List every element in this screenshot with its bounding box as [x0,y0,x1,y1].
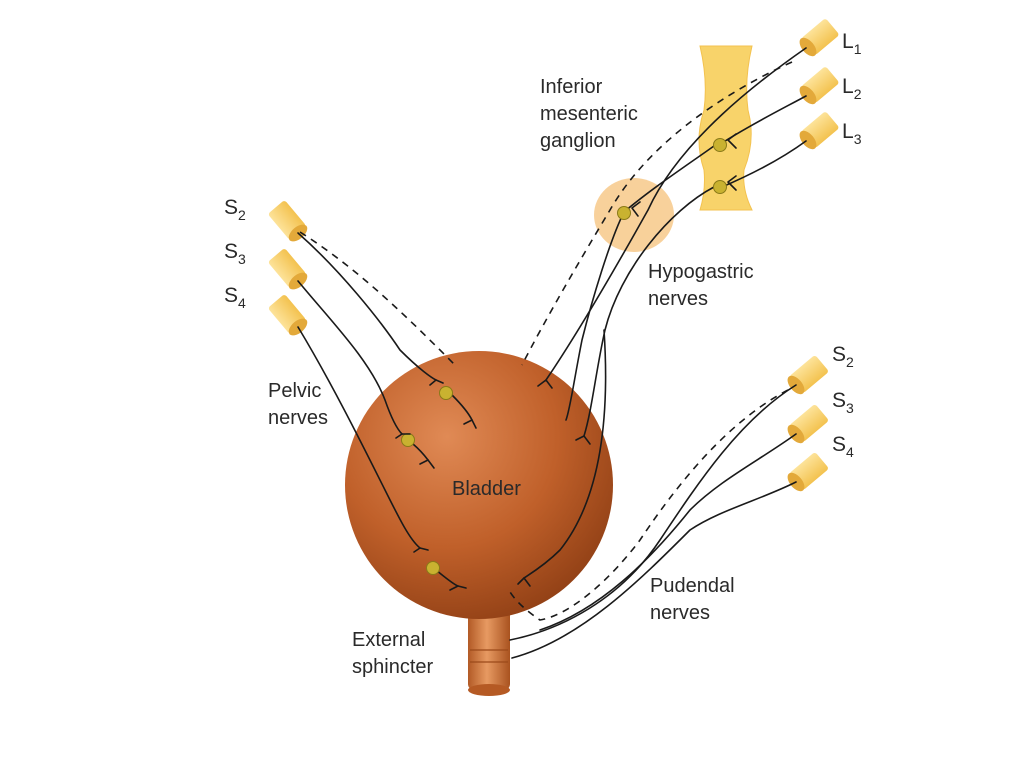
hypogastric-nerves [521,47,807,579]
inferior-mesenteric-ganglion-halo [594,178,674,252]
segment-label-s3-right: S3 [832,389,854,416]
pudendal-nerves [509,384,797,659]
ganglion-node [401,433,415,447]
sacral-left-labels: S2 S3 S4 [224,196,246,311]
root-l1 [799,19,839,57]
root-s4-right [787,452,828,492]
root-l3 [799,112,839,150]
structure-labels: Inferior mesenteric ganglion Hypogastric… [268,76,759,678]
label-external-sphincter: External sphincter [352,629,433,678]
segment-label-l2: L2 [842,75,862,102]
segment-label-s4-right: S4 [832,433,854,460]
segment-label-s2-left: S2 [224,196,246,223]
segment-label-s2-right: S2 [832,343,854,370]
sacral-left-roots [268,201,308,336]
root-s3-right [787,404,828,444]
sympathetic-ganglia [617,133,737,220]
sacral-right-roots [787,355,828,492]
lumbar-roots [799,19,839,150]
segment-label-s3-left: S3 [224,240,246,267]
label-hypogastric-nerves: Hypogastric nerves [648,261,759,310]
label-inferior-mesenteric-ganglion: Inferior mesenteric ganglion [540,76,643,152]
ganglion-node [713,138,727,152]
ganglion-node [426,561,440,575]
segment-label-l1: L1 [842,30,862,57]
lumbar-labels: L1 L2 L3 [842,30,862,147]
ganglion-node [713,180,727,194]
root-s4-left [268,295,308,336]
root-s2-right [787,355,828,395]
label-pelvic-nerves: Pelvic nerves [268,380,328,429]
segment-label-l3: L3 [842,120,862,147]
terminal-forks [395,379,591,591]
sacral-right-labels: S2 S3 S4 [832,343,854,460]
label-pudendal-nerves: Pudendal nerves [650,575,740,624]
external-sphincter [468,610,510,696]
bladder [345,351,613,619]
label-bladder: Bladder [452,478,521,500]
pelvic-nerves [297,231,473,587]
root-s3-left [268,249,308,290]
spinal-cord-segment [698,45,753,211]
segment-label-s4-left: S4 [224,284,246,311]
ganglion-node [439,386,453,400]
root-l2 [799,67,839,105]
ganglion-node [617,206,631,220]
